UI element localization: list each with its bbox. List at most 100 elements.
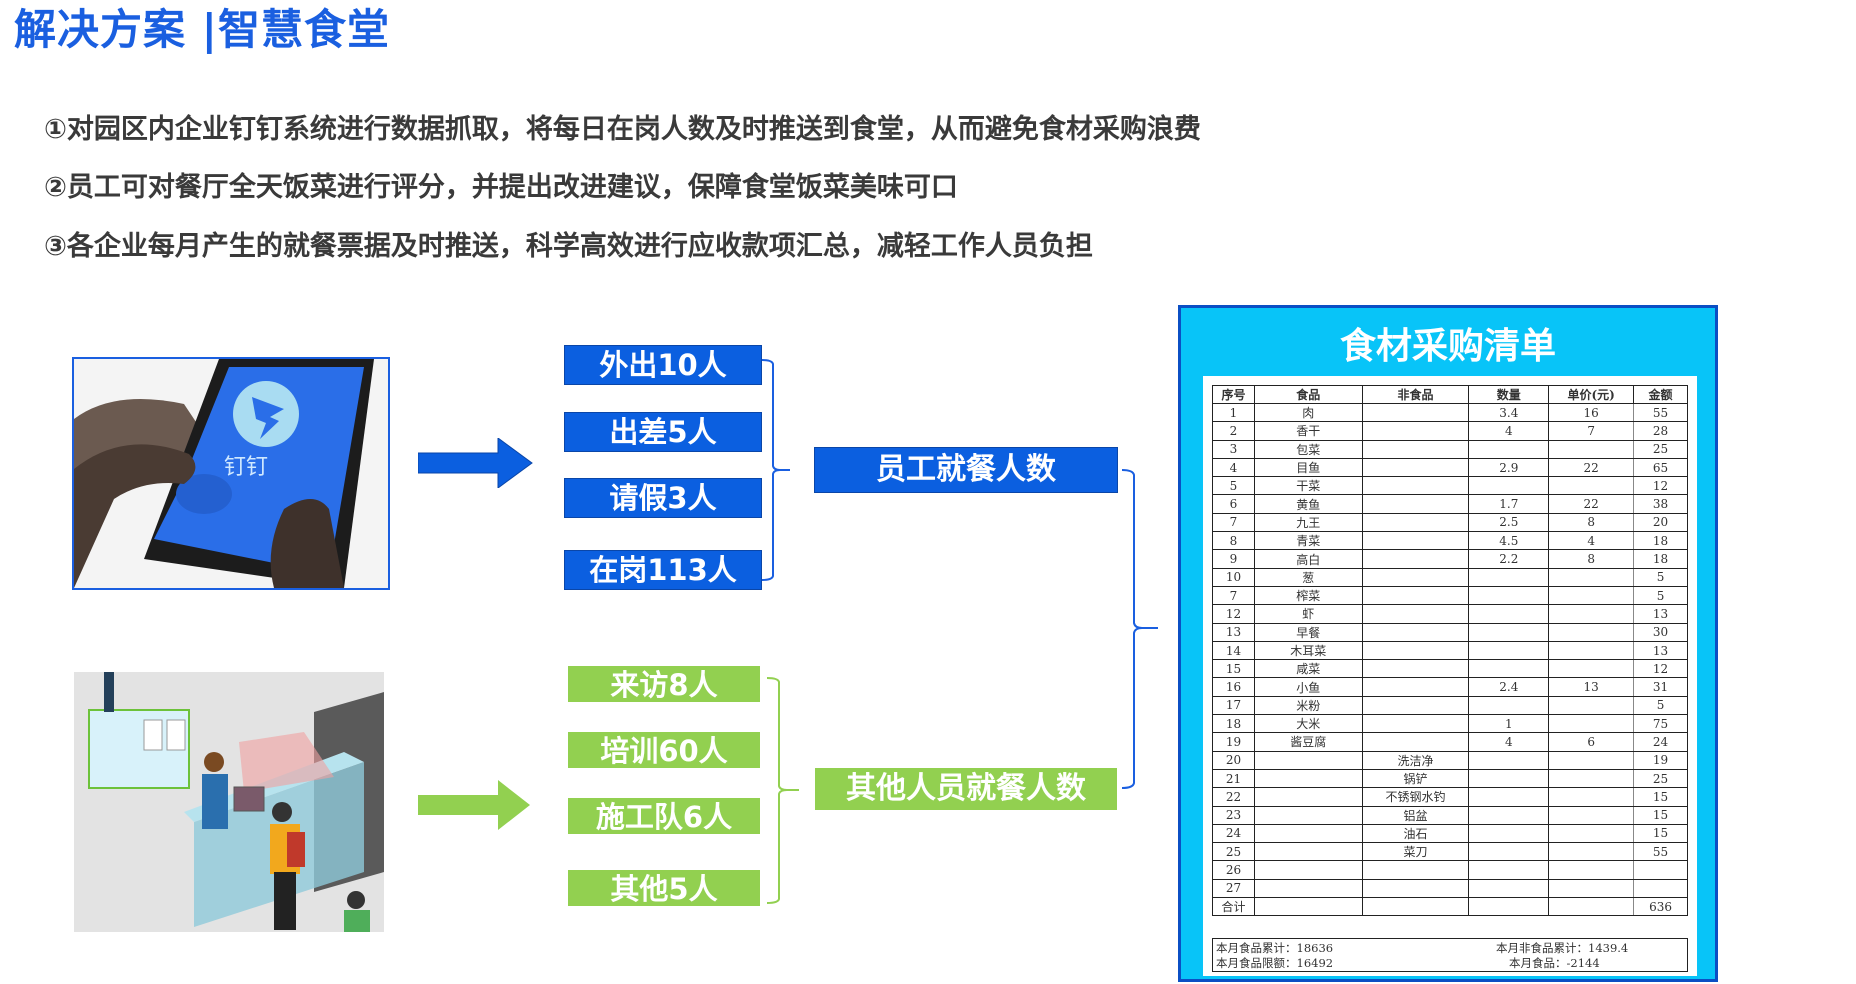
cell-index: 15 <box>1212 659 1255 679</box>
cell-amount <box>1633 860 1688 880</box>
summary-bracket <box>1121 469 1158 789</box>
cell-nonfood: 洗洁净 <box>1361 750 1470 770</box>
cell-unit-price <box>1548 897 1635 917</box>
cell-nonfood <box>1361 677 1470 697</box>
cell-amount: 25 <box>1633 768 1688 789</box>
cell-amount: 13 <box>1633 640 1688 661</box>
cell-unit-price <box>1548 842 1635 862</box>
table-row: 20 洗洁净 19 <box>1212 750 1688 770</box>
cell-quantity <box>1468 768 1550 789</box>
cell-quantity <box>1468 842 1550 862</box>
cell-unit-price <box>1548 878 1635 899</box>
cell-nonfood <box>1361 567 1470 587</box>
employee-bracket <box>761 359 790 581</box>
cell-unit-price <box>1548 622 1635 642</box>
cell-unit-price: 8 <box>1548 512 1635 533</box>
cell-amount: 15 <box>1633 823 1688 844</box>
cell-index: 5 <box>1212 476 1255 496</box>
cell-index: 18 <box>1212 714 1255 734</box>
purchase-summary: 本月食品累计：18636 本月非食品累计：1439.4 本月食品限额：16492… <box>1212 938 1688 972</box>
cell-unit-price: 16 <box>1548 402 1635 423</box>
cell-amount: 19 <box>1633 750 1688 770</box>
cell-unit-price <box>1548 567 1635 587</box>
cell-nonfood <box>1361 714 1470 734</box>
cell-quantity <box>1468 604 1550 624</box>
cell-nonfood <box>1361 549 1470 569</box>
col-header-index: 序号 <box>1212 385 1255 404</box>
cell-nonfood <box>1361 659 1470 679</box>
cell-quantity <box>1468 567 1550 587</box>
cell-unit-price <box>1548 695 1635 716</box>
cell-quantity: 4 <box>1468 421 1550 441</box>
cell-index: 19 <box>1212 732 1255 752</box>
cell-nonfood <box>1361 494 1470 514</box>
cell-unit-price <box>1548 640 1635 661</box>
col-header-unit-price: 单价(元) <box>1548 385 1635 404</box>
cell-amount: 25 <box>1633 439 1688 459</box>
cell-nonfood <box>1361 476 1470 496</box>
cell-index: 3 <box>1212 439 1255 459</box>
visitor-box: 来访8人 <box>568 666 760 702</box>
cell-nonfood <box>1361 439 1470 459</box>
cell-nonfood <box>1361 512 1470 533</box>
cell-unit-price <box>1548 823 1635 844</box>
cell-food: 小鱼 <box>1253 677 1363 697</box>
other-box: 其他5人 <box>568 870 760 906</box>
cell-unit-price <box>1548 750 1635 770</box>
cell-unit-price <box>1548 585 1635 606</box>
cell-amount: 12 <box>1633 476 1688 496</box>
cell-index: 1 <box>1212 402 1255 423</box>
blue-arrow-icon <box>418 438 533 488</box>
cell-unit-price <box>1548 787 1635 807</box>
cell-nonfood <box>1361 531 1470 551</box>
table-row: 26 <box>1212 860 1688 880</box>
cell-amount: 5 <box>1633 695 1688 716</box>
cell-food: 咸菜 <box>1253 659 1363 679</box>
cell-nonfood: 铝盆 <box>1361 805 1470 825</box>
cell-unit-price: 8 <box>1548 549 1635 569</box>
cell-nonfood: 油石 <box>1361 823 1470 844</box>
cell-index: 23 <box>1212 805 1255 825</box>
cell-food: 葱 <box>1253 567 1363 587</box>
cell-nonfood <box>1361 457 1470 478</box>
cell-index: 13 <box>1212 622 1255 642</box>
cell-food: 榨菜 <box>1253 585 1363 606</box>
cell-index: 21 <box>1212 768 1255 789</box>
cell-food: 米粉 <box>1253 695 1363 716</box>
bullet-1: ①对园区内企业钉钉系统进行数据抓取，将每日在岗人数及时推送到食堂，从而避免食材采… <box>44 114 1201 145</box>
cell-food: 目鱼 <box>1253 457 1363 478</box>
cell-food: 酱豆腐 <box>1253 732 1363 752</box>
cell-food: 肉 <box>1253 402 1363 423</box>
food-total: 本月食品累计：18636 <box>1216 941 1334 955</box>
cell-index: 26 <box>1212 860 1255 880</box>
training-box: 培训60人 <box>568 732 760 768</box>
cell-nonfood: 不锈钢水钓 <box>1361 787 1470 807</box>
cell-food: 木耳菜 <box>1253 640 1363 661</box>
cell-index: 20 <box>1212 750 1255 770</box>
cell-amount: 5 <box>1633 567 1688 587</box>
cell-quantity: 2.9 <box>1468 457 1550 478</box>
cell-index: 16 <box>1212 677 1255 697</box>
cell-amount: 55 <box>1633 842 1688 862</box>
cell-food: 早餐 <box>1253 622 1363 642</box>
cell-quantity: 2.5 <box>1468 512 1550 533</box>
cell-quantity <box>1468 659 1550 679</box>
reception-illustration <box>74 672 384 932</box>
cell-quantity <box>1468 640 1550 661</box>
cell-unit-price <box>1548 604 1635 624</box>
cell-unit-price: 22 <box>1548 494 1635 514</box>
cell-quantity: 2.4 <box>1468 677 1550 697</box>
